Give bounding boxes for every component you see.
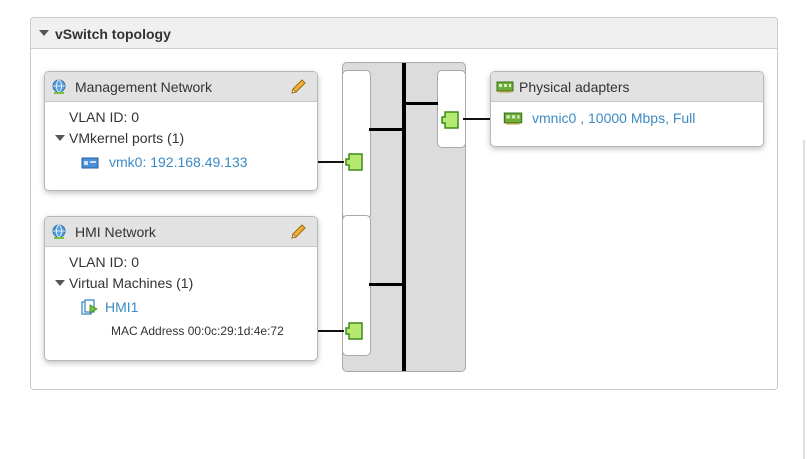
scrollbar-track[interactable] <box>798 0 807 459</box>
panel-header[interactable]: vSwitch topology <box>31 18 777 49</box>
pencil-icon[interactable] <box>289 223 307 241</box>
bus-connector-uplink <box>404 102 438 105</box>
collapse-caret-icon[interactable] <box>39 30 49 36</box>
card-header: Physical adapters <box>491 72 763 102</box>
physical-adapters-card[interactable]: Physical adapters vmnic0 , 10000 Mbps, F… <box>490 71 764 147</box>
port-group-card-hmi[interactable]: HMI Network VLAN ID: 0 Virtual Machines … <box>44 216 318 361</box>
wire-hmi <box>316 330 344 332</box>
network-globe-icon <box>52 79 66 94</box>
vmkernel-port-link[interactable]: vmk0: 192.168.49.133 <box>109 154 248 170</box>
vm-icon <box>81 299 98 315</box>
uplink-slot <box>437 70 466 148</box>
mac-address: MAC Address 00:0c:29:1d:4e:72 <box>111 324 284 338</box>
card-header: HMI Network <box>45 217 317 247</box>
port-group-card-management[interactable]: Management Network VLAN ID: 0 VMkernel p… <box>44 71 318 191</box>
card-header: Management Network <box>45 72 317 102</box>
port-group-name: Management Network <box>75 79 212 95</box>
physical-nic-icon <box>503 112 523 125</box>
port-group-name: HMI Network <box>75 224 156 240</box>
vswitch-bus-line <box>402 63 406 371</box>
port-group-slot-management <box>342 70 371 219</box>
expand-caret-icon[interactable] <box>55 280 65 286</box>
expand-caret-icon[interactable] <box>55 135 65 141</box>
panel-title: vSwitch topology <box>55 26 171 42</box>
adapter-link[interactable]: vmnic0 , 10000 Mbps, Full <box>532 110 696 126</box>
port-icon[interactable] <box>345 153 363 171</box>
wire-management <box>316 161 344 163</box>
vmkernel-nic-icon <box>81 157 99 169</box>
vmkernel-ports-section[interactable]: VMkernel ports (1) <box>69 130 185 146</box>
physical-nic-icon <box>496 81 514 93</box>
vm-link[interactable]: HMI1 <box>105 299 139 315</box>
bus-connector-hmi <box>369 283 404 286</box>
wire-uplink <box>463 118 492 120</box>
port-icon[interactable] <box>441 111 459 129</box>
virtual-machines-section[interactable]: Virtual Machines (1) <box>69 275 194 291</box>
vlan-id: VLAN ID: 0 <box>69 109 140 125</box>
port-icon[interactable] <box>345 322 363 340</box>
vlan-id: VLAN ID: 0 <box>69 254 140 270</box>
physical-adapters-title: Physical adapters <box>519 79 630 95</box>
scrollbar-thumb[interactable] <box>803 140 805 459</box>
network-globe-icon <box>52 224 66 239</box>
pencil-icon[interactable] <box>289 78 307 96</box>
bus-connector-management <box>369 128 404 131</box>
